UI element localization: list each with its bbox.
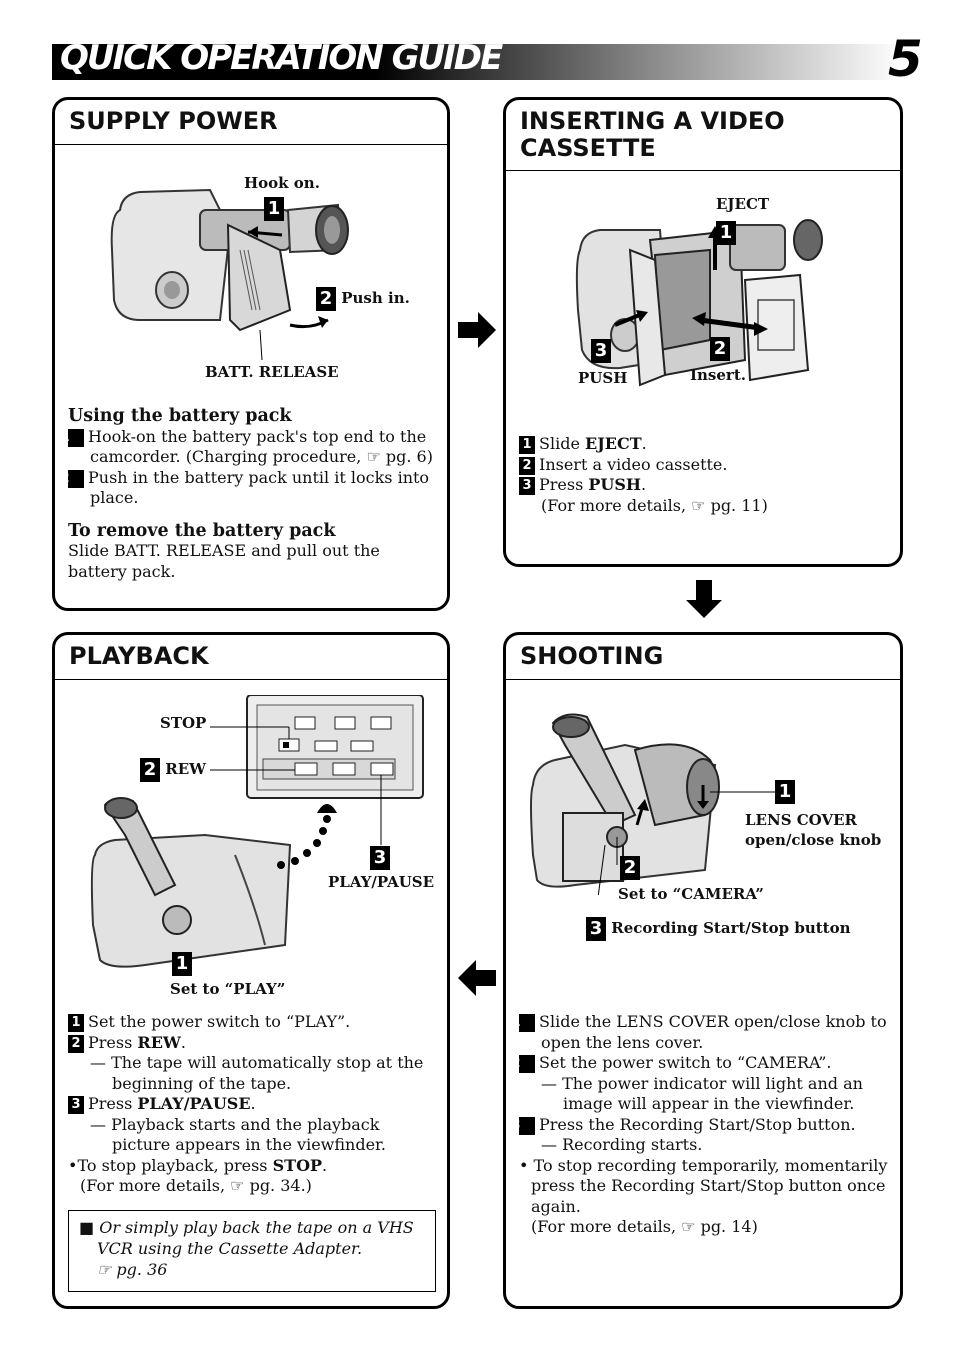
subheading: Using the battery pack: [68, 406, 292, 426]
section-title: SUPPLY POWER: [69, 107, 278, 135]
page-title: QUICK OPERATION GUIDE: [60, 38, 503, 78]
section-title: SHOOTING: [520, 642, 664, 670]
subheading: To remove the battery pack: [68, 520, 336, 541]
section-title: PLAYBACK: [69, 642, 209, 670]
page-number: 5: [888, 30, 923, 88]
note-line: VCR using the Cassette Adapter.: [97, 1239, 363, 1258]
reference: (For more details, ☞ pg. 11): [541, 495, 768, 515]
stop-label: STOP: [160, 714, 207, 732]
callout-number: 3: [591, 339, 611, 363]
reference: (For more details, ☞ pg. 14): [531, 1217, 758, 1236]
callout-number: 1: [716, 221, 736, 245]
note-line: ☞ pg. 36: [97, 1260, 168, 1279]
divider: [55, 144, 447, 145]
insert-label: Insert.: [690, 366, 746, 384]
playback-illustration: [90, 695, 424, 968]
callout-number: 2: [140, 758, 160, 782]
shooting-illustration: [530, 713, 775, 895]
reference: (For more details, ☞ pg. 34.): [80, 1176, 312, 1195]
eject-label: EJECT: [716, 195, 770, 213]
list-note: — The tape will automatically stop at th…: [90, 1053, 424, 1093]
list-note: — The power indicator will light and an …: [541, 1073, 863, 1114]
callout-number: 3: [586, 917, 606, 941]
arrow-right-icon: [458, 312, 496, 348]
callout-number: 1: [172, 952, 192, 976]
push-in-label: Push in.: [341, 289, 410, 307]
set-camera-label: Set to “CAMERA”: [618, 885, 764, 903]
header-bar: [52, 44, 902, 80]
push-label: PUSH: [578, 369, 628, 387]
arrow-down-icon: [686, 580, 722, 618]
list-note: — Recording starts.: [541, 1135, 703, 1154]
divider: [55, 679, 447, 680]
callout-number: 3: [370, 846, 390, 870]
callout-number: 1: [775, 780, 795, 804]
play-pause-label: PLAY/PAUSE: [328, 873, 435, 891]
bullet-item: •To stop playback, press STOP.: [68, 1155, 328, 1175]
callout-number: 2: [316, 287, 336, 311]
divider: [506, 679, 900, 680]
supply-power-panel: SUPPLY POWER: [52, 97, 450, 611]
bullet-item: • To stop recording temporarily, momenta…: [519, 1155, 888, 1216]
note-line: ■ Or simply play back the tape on a VHS: [79, 1218, 414, 1237]
divider: [506, 170, 900, 171]
set-play-label: Set to “PLAY”: [170, 980, 286, 998]
rew-label: REW: [165, 760, 206, 778]
callout-number: 2: [620, 856, 640, 880]
battery-attach-illustration: [110, 188, 349, 360]
cassette-insert-illustration: [575, 219, 823, 387]
hook-on-label: Hook on.: [244, 174, 320, 192]
callout-number: 2: [710, 337, 730, 361]
cassette-adapter-note: ■ Or simply play back the tape on a VHS …: [68, 1210, 436, 1292]
callout-number: 1: [264, 197, 284, 221]
list-note: — Playback starts and the playback pictu…: [90, 1114, 387, 1155]
arrow-left-icon: [458, 960, 496, 996]
batt-release-label: BATT. RELEASE: [205, 363, 339, 381]
rec-button-label: Recording Start/Stop button: [611, 919, 851, 937]
paragraph: Slide BATT. RELEASE and pull out the bat…: [68, 541, 380, 581]
